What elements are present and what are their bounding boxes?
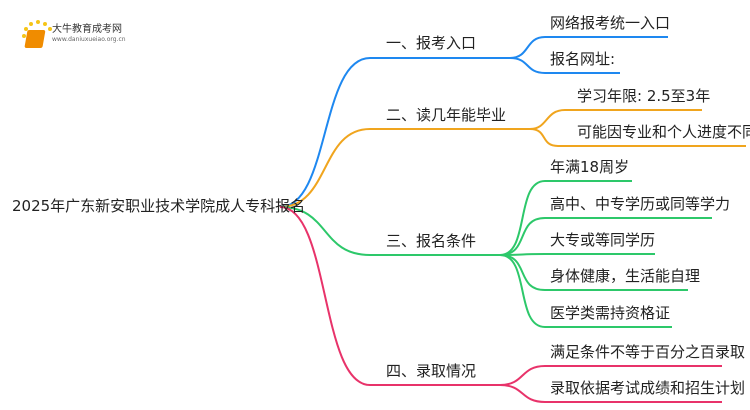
leaf-online-entry: 网络报考统一入口: [550, 14, 671, 32]
leaf-education: 高中、中专学历或同等学力: [550, 195, 731, 213]
leaf-age: 年满18周岁: [550, 158, 630, 176]
leaf-website: 报名网址:: [550, 50, 616, 68]
leaf-health: 身体健康，生活能自理: [550, 267, 701, 285]
logo: 大牛教育成考网 www.daniuxueiao.org.cn: [18, 20, 138, 50]
branch-4-lines: [279, 206, 722, 403]
root-topic: 2025年广东新安职业技术学院成人专科报名: [12, 197, 306, 215]
leaf-medical: 医学类需持资格证: [550, 304, 671, 322]
branch-admission: 四、录取情况: [386, 362, 477, 380]
leaf-progress-note: 可能因专业和个人进度不同: [577, 123, 750, 141]
leaf-college: 大专或等同学历: [550, 231, 656, 249]
branch-1-lines: [279, 36, 668, 208]
logo-title: 大牛教育成考网: [52, 24, 122, 35]
leaf-study-years: 学习年限: 2.5至3年: [577, 87, 711, 105]
branch-2-lines: [279, 109, 746, 208]
branch-entry: 一、报考入口: [386, 34, 477, 52]
leaf-admission-basis: 录取依据考试成绩和招生计划: [550, 379, 746, 397]
logo-url: www.daniuxueiao.org.cn: [52, 36, 126, 43]
leaf-not-guaranteed: 满足条件不等于百分之百录取: [550, 343, 746, 361]
branch-3-lines: [279, 180, 712, 328]
branch-duration: 二、读几年能毕业: [386, 106, 507, 124]
book-logo-icon: [22, 20, 52, 48]
branch-requirements: 三、报名条件: [386, 232, 477, 250]
